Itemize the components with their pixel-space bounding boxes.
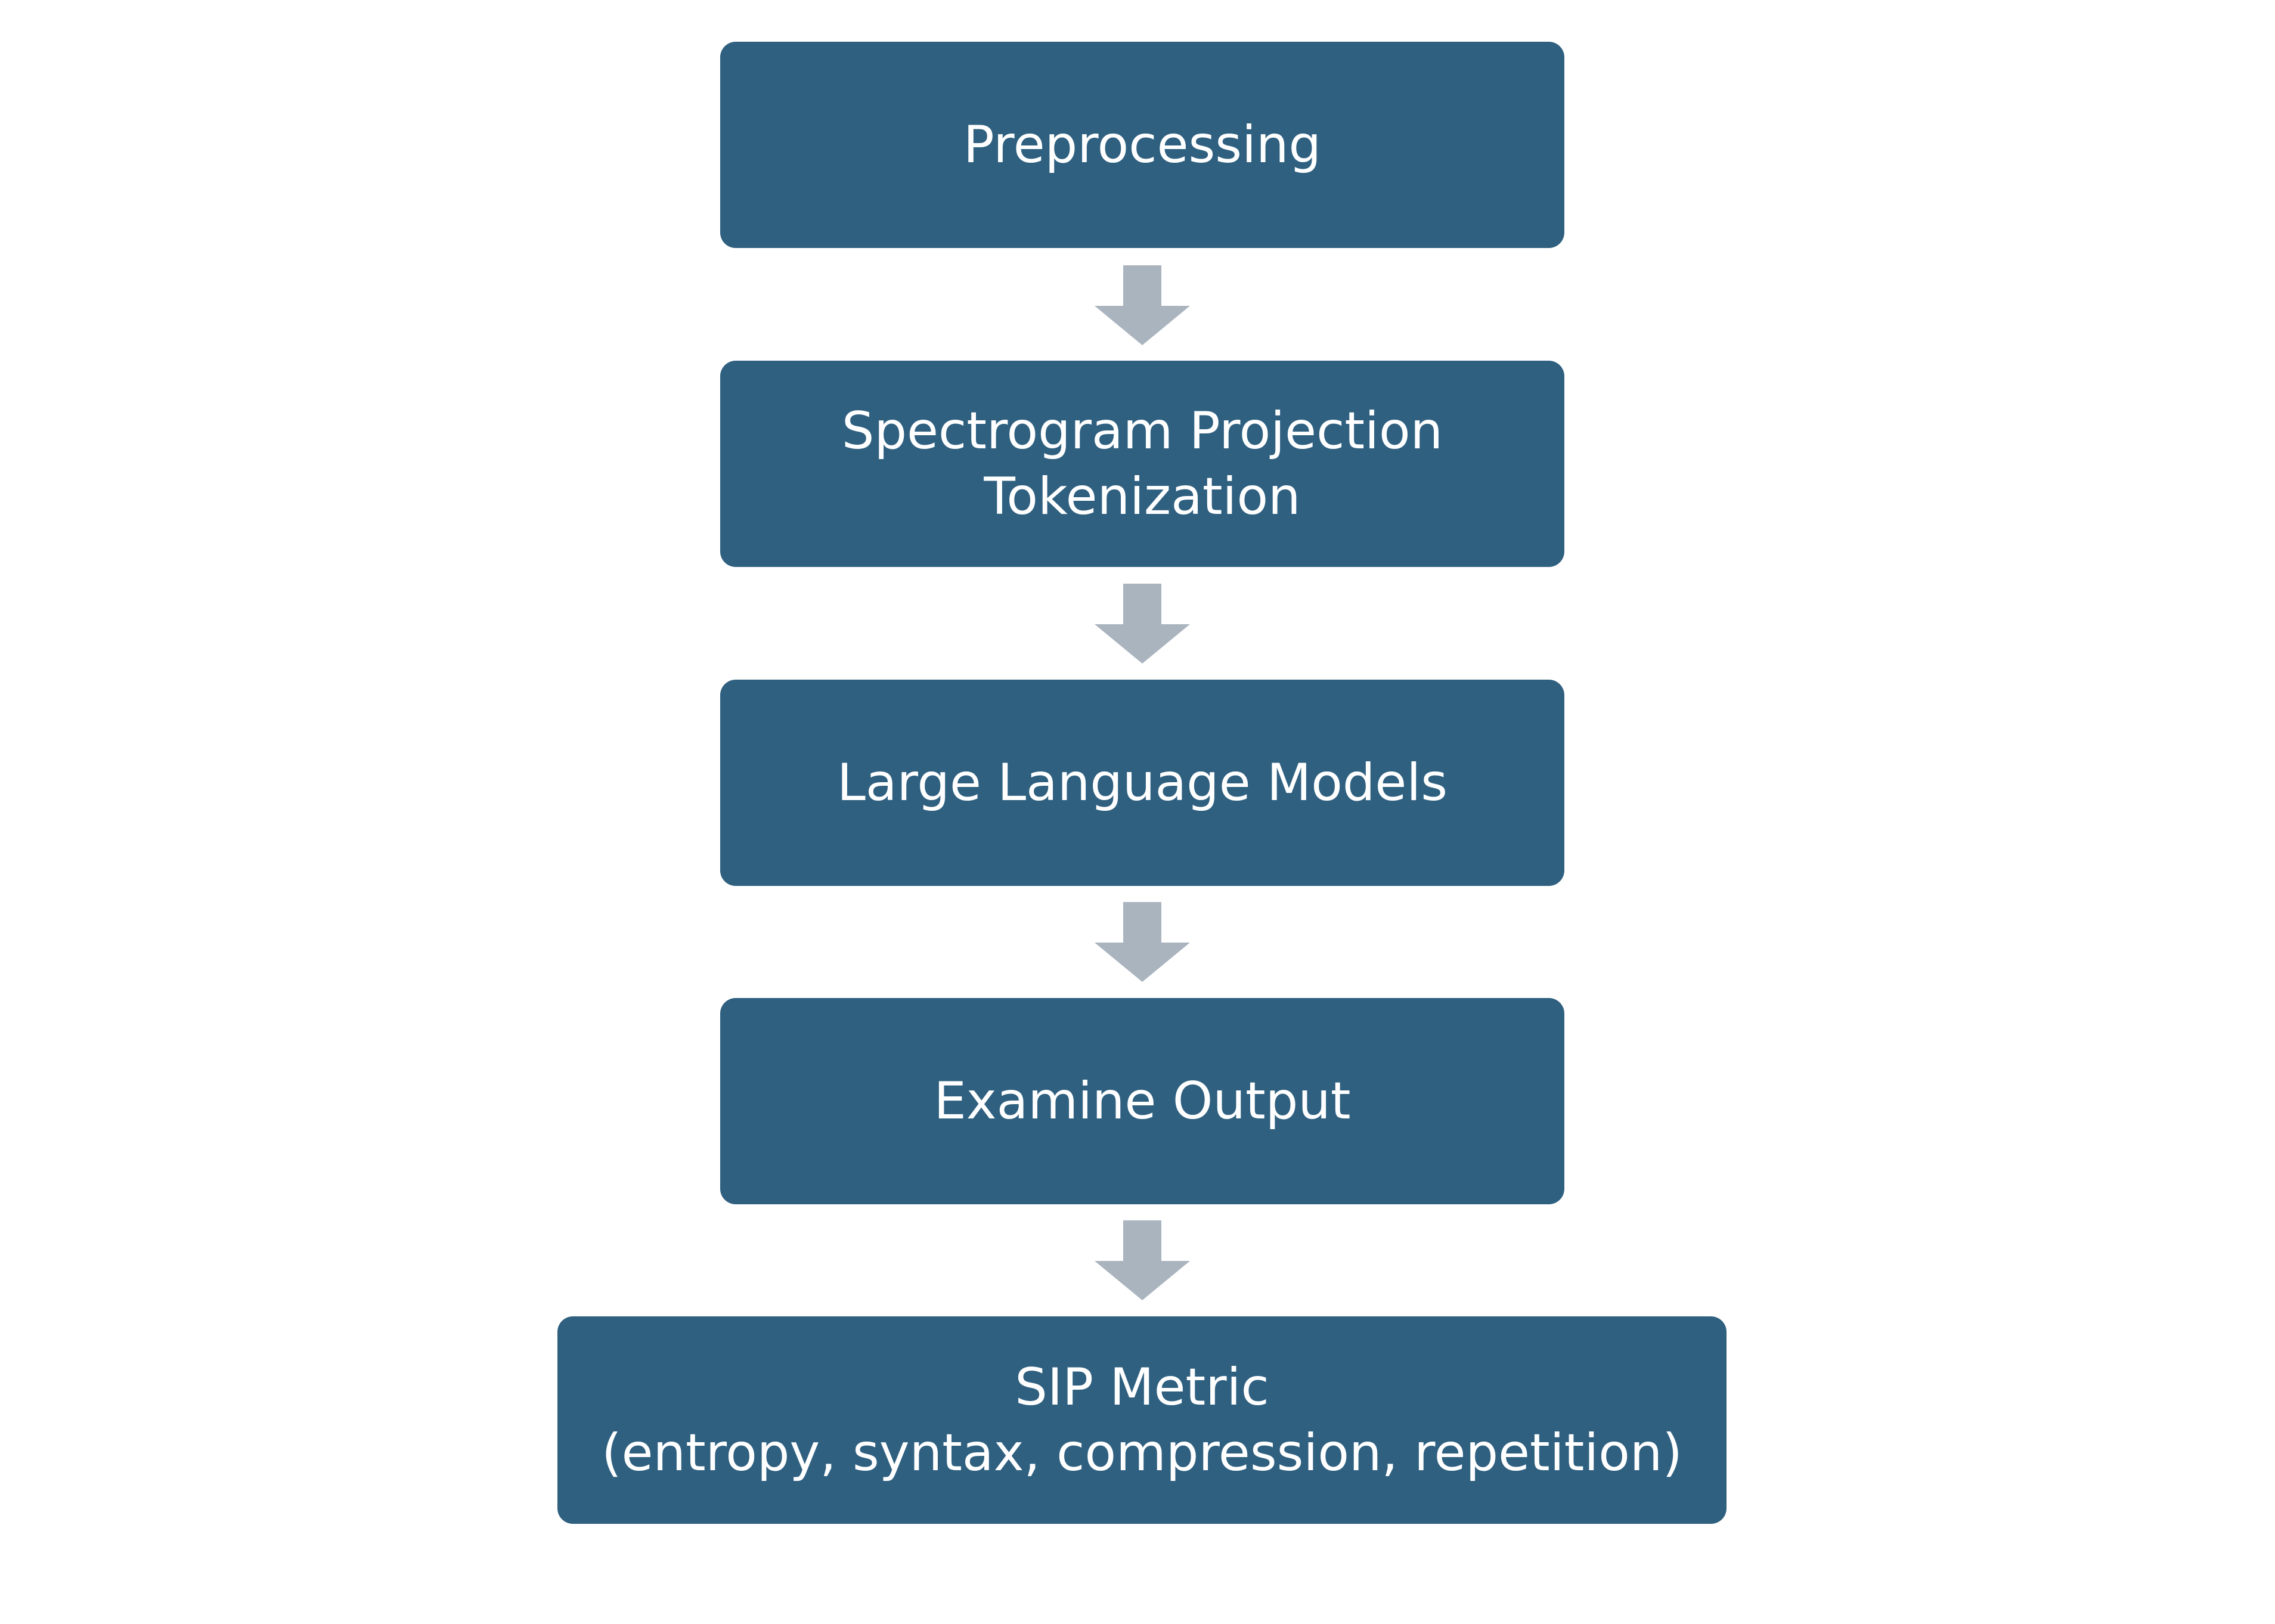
step-label: Preprocessing (963, 115, 1322, 175)
down-arrow-icon (1095, 265, 1190, 345)
step-label-line-2: Tokenization (984, 467, 1301, 526)
step-examine-output: Examine Output (720, 998, 1564, 1204)
step-label-line-1: Spectrogram Projection (841, 401, 1443, 461)
down-arrow-icon (1095, 1220, 1190, 1300)
step-preprocessing: Preprocessing (720, 42, 1564, 248)
step-sip-metric: SIP Metric (entropy, syntax, compression… (557, 1316, 1727, 1524)
step-label-line-2: (entropy, syntax, compression, repetitio… (602, 1423, 1682, 1483)
step-spectrogram-projection-tokenization: Spectrogram Projection Tokenization (720, 361, 1564, 567)
step-label: Examine Output (934, 1071, 1351, 1131)
step-label-line-1: SIP Metric (1015, 1358, 1269, 1417)
down-arrow-icon (1095, 584, 1190, 664)
step-large-language-models: Large Language Models (720, 680, 1564, 886)
step-label: Large Language Models (836, 753, 1448, 813)
down-arrow-icon (1095, 902, 1190, 982)
